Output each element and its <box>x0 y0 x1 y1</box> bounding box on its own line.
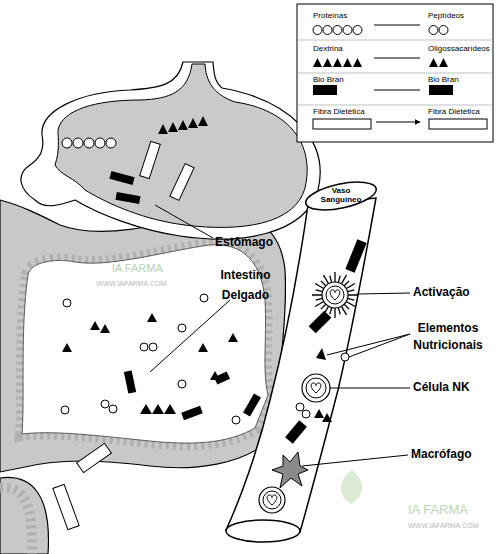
vessel-label: Vaso Sanguíneo <box>316 187 366 205</box>
fiber <box>53 484 79 529</box>
nk-cell <box>302 374 330 402</box>
bio-bran <box>243 393 261 416</box>
heart-symbol <box>311 383 321 393</box>
leader-lines <box>150 205 410 466</box>
heart-symbol <box>267 495 277 505</box>
bio-bran <box>109 171 134 185</box>
bio-bran <box>285 420 307 443</box>
legend-text: Peptídeos <box>428 11 464 20</box>
legend-text: Dextrina <box>313 44 343 53</box>
legend-arrows <box>374 25 420 122</box>
macrophage <box>272 452 308 488</box>
part-label: Activação <box>413 286 498 300</box>
watermark-leaf <box>341 470 362 504</box>
watermark: IA FARMA <box>112 262 192 275</box>
legend-bio-bran-sample <box>313 85 337 95</box>
heart-symbol <box>330 290 340 300</box>
watermark: IA FARMA <box>408 503 498 518</box>
intestine-wall <box>0 477 48 554</box>
nk-cell <box>259 487 285 513</box>
bio-bran <box>181 406 203 420</box>
stomach-outer <box>21 62 320 239</box>
peptides <box>296 353 349 418</box>
stomach-inner <box>55 64 307 227</box>
watermark: WWW.IAFARMA.COM <box>408 522 498 530</box>
bio-bran <box>115 192 140 204</box>
protein-chain <box>62 138 116 148</box>
cell-nucleus <box>326 286 344 304</box>
legend-text: Bio Bran <box>313 75 344 84</box>
legend-text: Fibra Dietética <box>428 107 480 116</box>
cell-nucleus <box>306 378 326 398</box>
activated-nk-cell <box>322 282 348 308</box>
bio-bran <box>124 370 136 393</box>
legend-separators <box>297 40 493 105</box>
oligosaccharides <box>62 313 238 414</box>
fiber <box>170 164 194 201</box>
bio-bran <box>309 311 332 334</box>
cell-nucleus <box>263 491 281 509</box>
legend-entry: Bio Bran <box>428 75 459 84</box>
vessel-opening <box>226 520 300 542</box>
legend-text: Proteínas <box>313 11 347 20</box>
legend-text: Fibra Dietética <box>313 107 365 116</box>
part-label: Célula NK <box>413 381 498 395</box>
part-label: Intestino Delgado <box>198 265 293 306</box>
watermark: WWW.IAFARMA.COM <box>96 280 196 288</box>
legend-dextrin-sample <box>313 58 448 67</box>
legend-box <box>297 4 493 142</box>
bio-bran <box>214 371 230 384</box>
legend-fiber-sample <box>313 119 371 129</box>
part-label: Macrófago <box>411 448 496 462</box>
villi <box>0 488 32 554</box>
legend-protein-sample <box>313 26 448 35</box>
legend-entry: Dextrina <box>313 44 343 53</box>
legend-entry: Fibra Dietética <box>428 107 480 116</box>
ellipse-outline <box>303 177 378 215</box>
peptides <box>61 294 240 424</box>
bio-bran <box>345 239 366 272</box>
legend-fiber-sample <box>429 119 487 129</box>
legend-entry: Peptídeos <box>428 11 464 20</box>
dextrin-chain <box>158 116 208 134</box>
legend-text: Bio Bran <box>428 75 459 84</box>
fiber <box>77 443 112 472</box>
activation-rays <box>312 272 358 318</box>
legend-text: Oligossacarídeos <box>428 44 490 53</box>
legend-entry: Fibra Dietética <box>313 107 365 116</box>
legend-bio-bran-sample <box>429 85 453 95</box>
part-label: Elementos Nutricionais <box>396 320 500 354</box>
vessel-label-ellipse: Vaso Sanguíneo <box>304 182 378 210</box>
legend-entry: Oligossacarídeos <box>428 44 490 53</box>
fiber <box>140 141 161 178</box>
part-label: Estômago <box>215 236 305 250</box>
legend-entry: Bio Bran <box>313 75 344 84</box>
legend-entry: Proteínas <box>313 11 347 20</box>
